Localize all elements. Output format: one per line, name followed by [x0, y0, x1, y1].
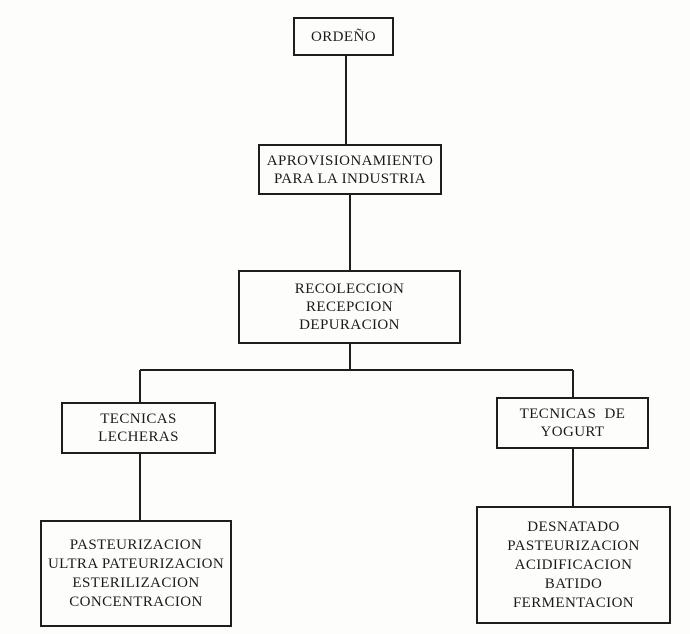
node-text-line: TECNICAS DE	[519, 406, 626, 422]
node-aprovisionamiento: APROVISIONAMIENTO PARA LA INDUSTRIA	[258, 144, 442, 195]
node-ordeno: ORDEÑO	[293, 17, 394, 56]
node-text-line: RECOLECCION	[294, 281, 405, 297]
node-tecnicas-lecheras: TECNICAS LECHERAS	[61, 402, 216, 454]
node-recoleccion: RECOLECCION RECEPCION DEPURACION	[238, 270, 461, 344]
process-item: BATIDO	[544, 575, 603, 592]
node-text-line: APROVISIONAMIENTO	[266, 152, 434, 169]
node-text-line: PARA LA INDUSTRIA	[273, 170, 427, 187]
process-item: PASTEURIZACION	[507, 537, 640, 554]
node-text-line: RECEPCION	[306, 299, 393, 315]
node-yogurt-procesos: DESNATADO PASTEURIZACION ACIDIFICACION B…	[476, 506, 671, 624]
node-text-line: YOGURT	[540, 424, 605, 440]
node-lecheras-procesos: PASTEURIZACION ULTRA PATEURIZACION ESTER…	[40, 520, 232, 627]
process-item: DESNATADO	[527, 518, 620, 535]
node-text-line: TECNICAS	[100, 411, 177, 427]
node-text-line: DEPURACION	[299, 317, 400, 333]
node-tecnicas-yogurt: TECNICAS DE YOGURT	[496, 397, 649, 449]
process-item: FERMENTACION	[512, 594, 635, 611]
node-text-line: ORDEÑO	[311, 28, 376, 45]
node-text-line: LECHERAS	[98, 429, 179, 445]
process-item: PASTEURIZACION	[69, 536, 203, 553]
process-item: CONCENTRACION	[69, 593, 203, 610]
process-item: ULTRA PATEURIZACION	[47, 555, 225, 572]
process-item: ACIDIFICACION	[514, 556, 633, 573]
process-item: ESTERILIZACION	[72, 574, 200, 591]
